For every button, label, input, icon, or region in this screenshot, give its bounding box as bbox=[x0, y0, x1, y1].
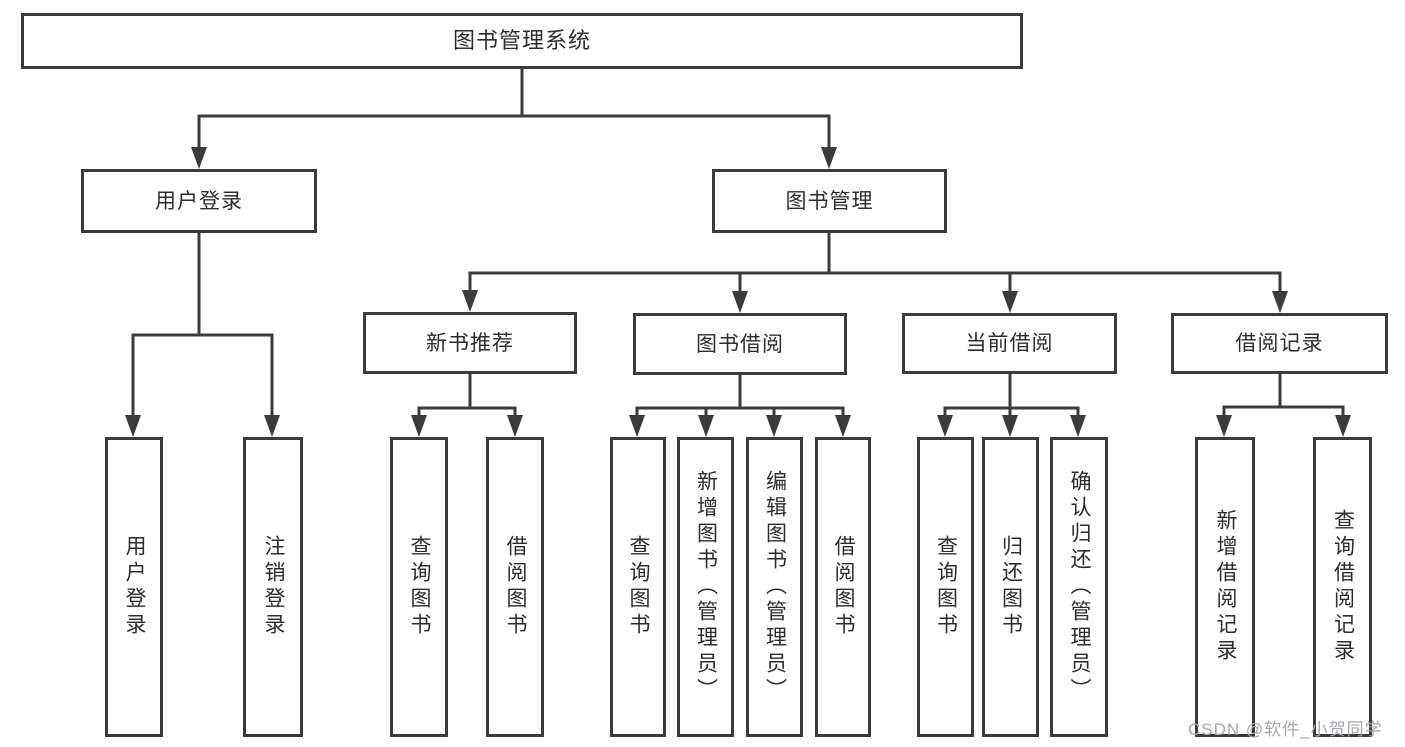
leaf-borrow-books: 借阅图书 bbox=[815, 437, 871, 737]
node-new-book-recommend: 新书推荐 bbox=[363, 312, 577, 374]
node-user-login: 用户登录 bbox=[81, 169, 317, 233]
node-library-management-system: 图书管理系统 bbox=[21, 13, 1023, 69]
node-current-borrowing: 当前借阅 bbox=[902, 313, 1117, 374]
leaf-query-books-borrow: 查询图书 bbox=[610, 437, 666, 737]
leaf-confirm-return-admin: 确认归还（管理员） bbox=[1050, 437, 1108, 737]
leaf-query-books-recommend: 查询图书 bbox=[390, 437, 448, 737]
leaf-add-borrow-record: 新增借阅记录 bbox=[1195, 437, 1255, 737]
leaf-query-books-current: 查询图书 bbox=[917, 437, 974, 737]
leaf-edit-books-admin: 编辑图书（管理员） bbox=[746, 437, 803, 737]
csdn-watermark: CSDN @软件_小贺同学 bbox=[1188, 720, 1383, 739]
node-book-borrowing: 图书借阅 bbox=[633, 313, 847, 375]
leaf-borrow-books-recommend: 借阅图书 bbox=[486, 437, 544, 737]
leaf-add-books-admin: 新增图书（管理员） bbox=[677, 437, 734, 737]
node-book-management: 图书管理 bbox=[712, 169, 947, 233]
leaf-user-login: 用户登录 bbox=[105, 437, 163, 737]
leaf-return-books: 归还图书 bbox=[982, 437, 1039, 737]
node-borrowing-records: 借阅记录 bbox=[1171, 313, 1388, 374]
leaf-query-borrow-record: 查询借阅记录 bbox=[1313, 437, 1372, 737]
leaf-logout: 注销登录 bbox=[243, 437, 303, 737]
